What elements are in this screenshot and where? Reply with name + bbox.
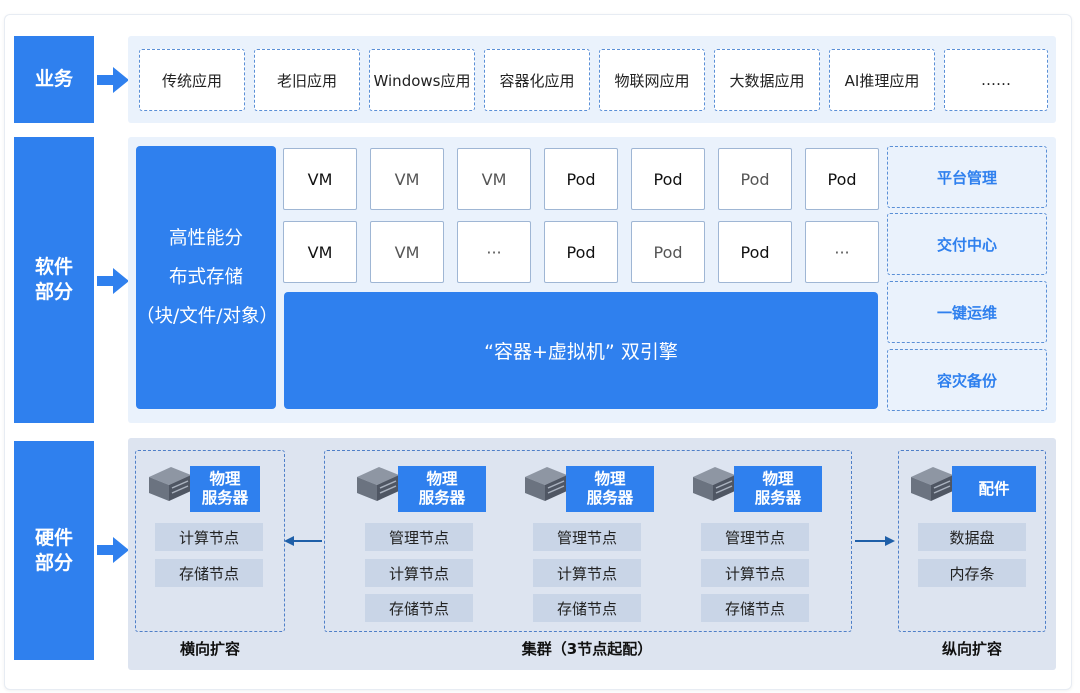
accessories-label: 配件 [952,466,1036,512]
mgmt-platform: 平台管理 [887,146,1047,208]
right-arrow-icon [97,67,129,93]
node-storage: 存储节点 [533,594,641,622]
mgmt-delivery-center: 交付中心 [887,213,1047,275]
layer-label-hardware-line2: 部分 [34,551,73,574]
app-windows: Windows应用 [369,49,475,111]
app-traditional: 传统应用 [139,49,245,111]
workload-vm: VM [370,221,444,283]
right-arrow-icon [855,536,895,546]
node-storage: 存储节点 [701,594,809,622]
mgmt-disaster-recovery: 容灾备份 [887,349,1047,411]
node-compute: 计算节点 [155,523,263,551]
storage-line2: 布式存储 [168,267,243,288]
node-compute: 计算节点 [365,559,473,587]
node-management: 管理节点 [533,523,641,551]
workload-pod: Pod [718,221,792,283]
server-label-line1: 物理 [209,470,241,488]
item-data-disk: 数据盘 [918,523,1026,551]
server-icon [149,467,191,501]
caption-scale-out: 横向扩容 [179,640,240,658]
item-memory: 内存条 [918,559,1026,587]
layer-label-software: 软件 部分 [14,137,94,423]
layer-label-business: 业务 [14,36,94,123]
workload-vm: VM [283,148,357,210]
app-ai-inference: AI推理应用 [829,49,935,111]
layer-label-software-line1: 软件 [34,256,73,278]
storage-line1: 高性能分 [168,228,243,249]
scale-up-group [898,450,1046,632]
layer-label-hardware-line1: 硬件 [34,526,73,549]
workload-more: ··· [805,221,879,283]
workload-pod: Pod [544,221,618,283]
server-icon [525,467,567,501]
node-management: 管理节点 [701,523,809,551]
server-label-line2: 服务器 [418,489,466,507]
server-label-line2: 服务器 [586,489,634,507]
storage-line3: （块/文件/对象） [136,306,278,327]
workload-pod: Pod [805,148,879,210]
server-icon [911,467,953,501]
layer-label-software-line2: 部分 [34,281,73,303]
left-arrow-icon [284,536,322,546]
app-bigdata: 大数据应用 [714,49,820,111]
server-label-line1: 物理 [426,470,458,488]
server-label: 物理 服务器 [566,466,654,512]
workload-vm: VM [370,148,444,210]
app-iot: 物联网应用 [599,49,705,111]
server-label: 物理 服务器 [398,466,486,512]
layer-label-hardware: 硬件 部分 [14,441,94,660]
node-management: 管理节点 [365,523,473,551]
server-label-line2: 服务器 [754,489,802,507]
mgmt-one-click-ops: 一键运维 [887,281,1047,343]
cluster-group [324,450,852,632]
right-arrow-icon [97,537,129,563]
app-legacy: 老旧应用 [254,49,360,111]
workload-pod: Pod [718,148,792,210]
server-label: 物理 服务器 [734,466,822,512]
layer-label-business-text: 业务 [34,68,73,90]
workload-vm: VM [457,148,531,210]
workload-more: ··· [457,221,531,283]
node-storage: 存储节点 [155,559,263,587]
workload-pod: Pod [631,221,705,283]
server-icon [693,467,735,501]
server-icon [357,467,399,501]
workload-pod: Pod [544,148,618,210]
caption-cluster: 集群（3节点起配） [521,640,653,658]
caption-scale-up: 纵向扩容 [941,640,1002,658]
node-compute: 计算节点 [701,559,809,587]
node-storage: 存储节点 [365,594,473,622]
server-label: 物理 服务器 [190,466,260,512]
app-containerized: 容器化应用 [484,49,590,111]
distributed-storage-block: 高性能分 布式存储 （块/文件/对象） [136,146,278,409]
workload-vm: VM [283,221,357,283]
app-more: …… [944,49,1048,111]
server-label-line1: 物理 [762,470,794,488]
server-label-line1: 物理 [594,470,626,488]
workload-pod: Pod [631,148,705,210]
node-compute: 计算节点 [533,559,641,587]
server-label-line2: 服务器 [201,489,249,507]
right-arrow-icon [97,268,129,294]
dual-engine-block: “容器+虚拟机” 双引擎 [284,292,878,409]
